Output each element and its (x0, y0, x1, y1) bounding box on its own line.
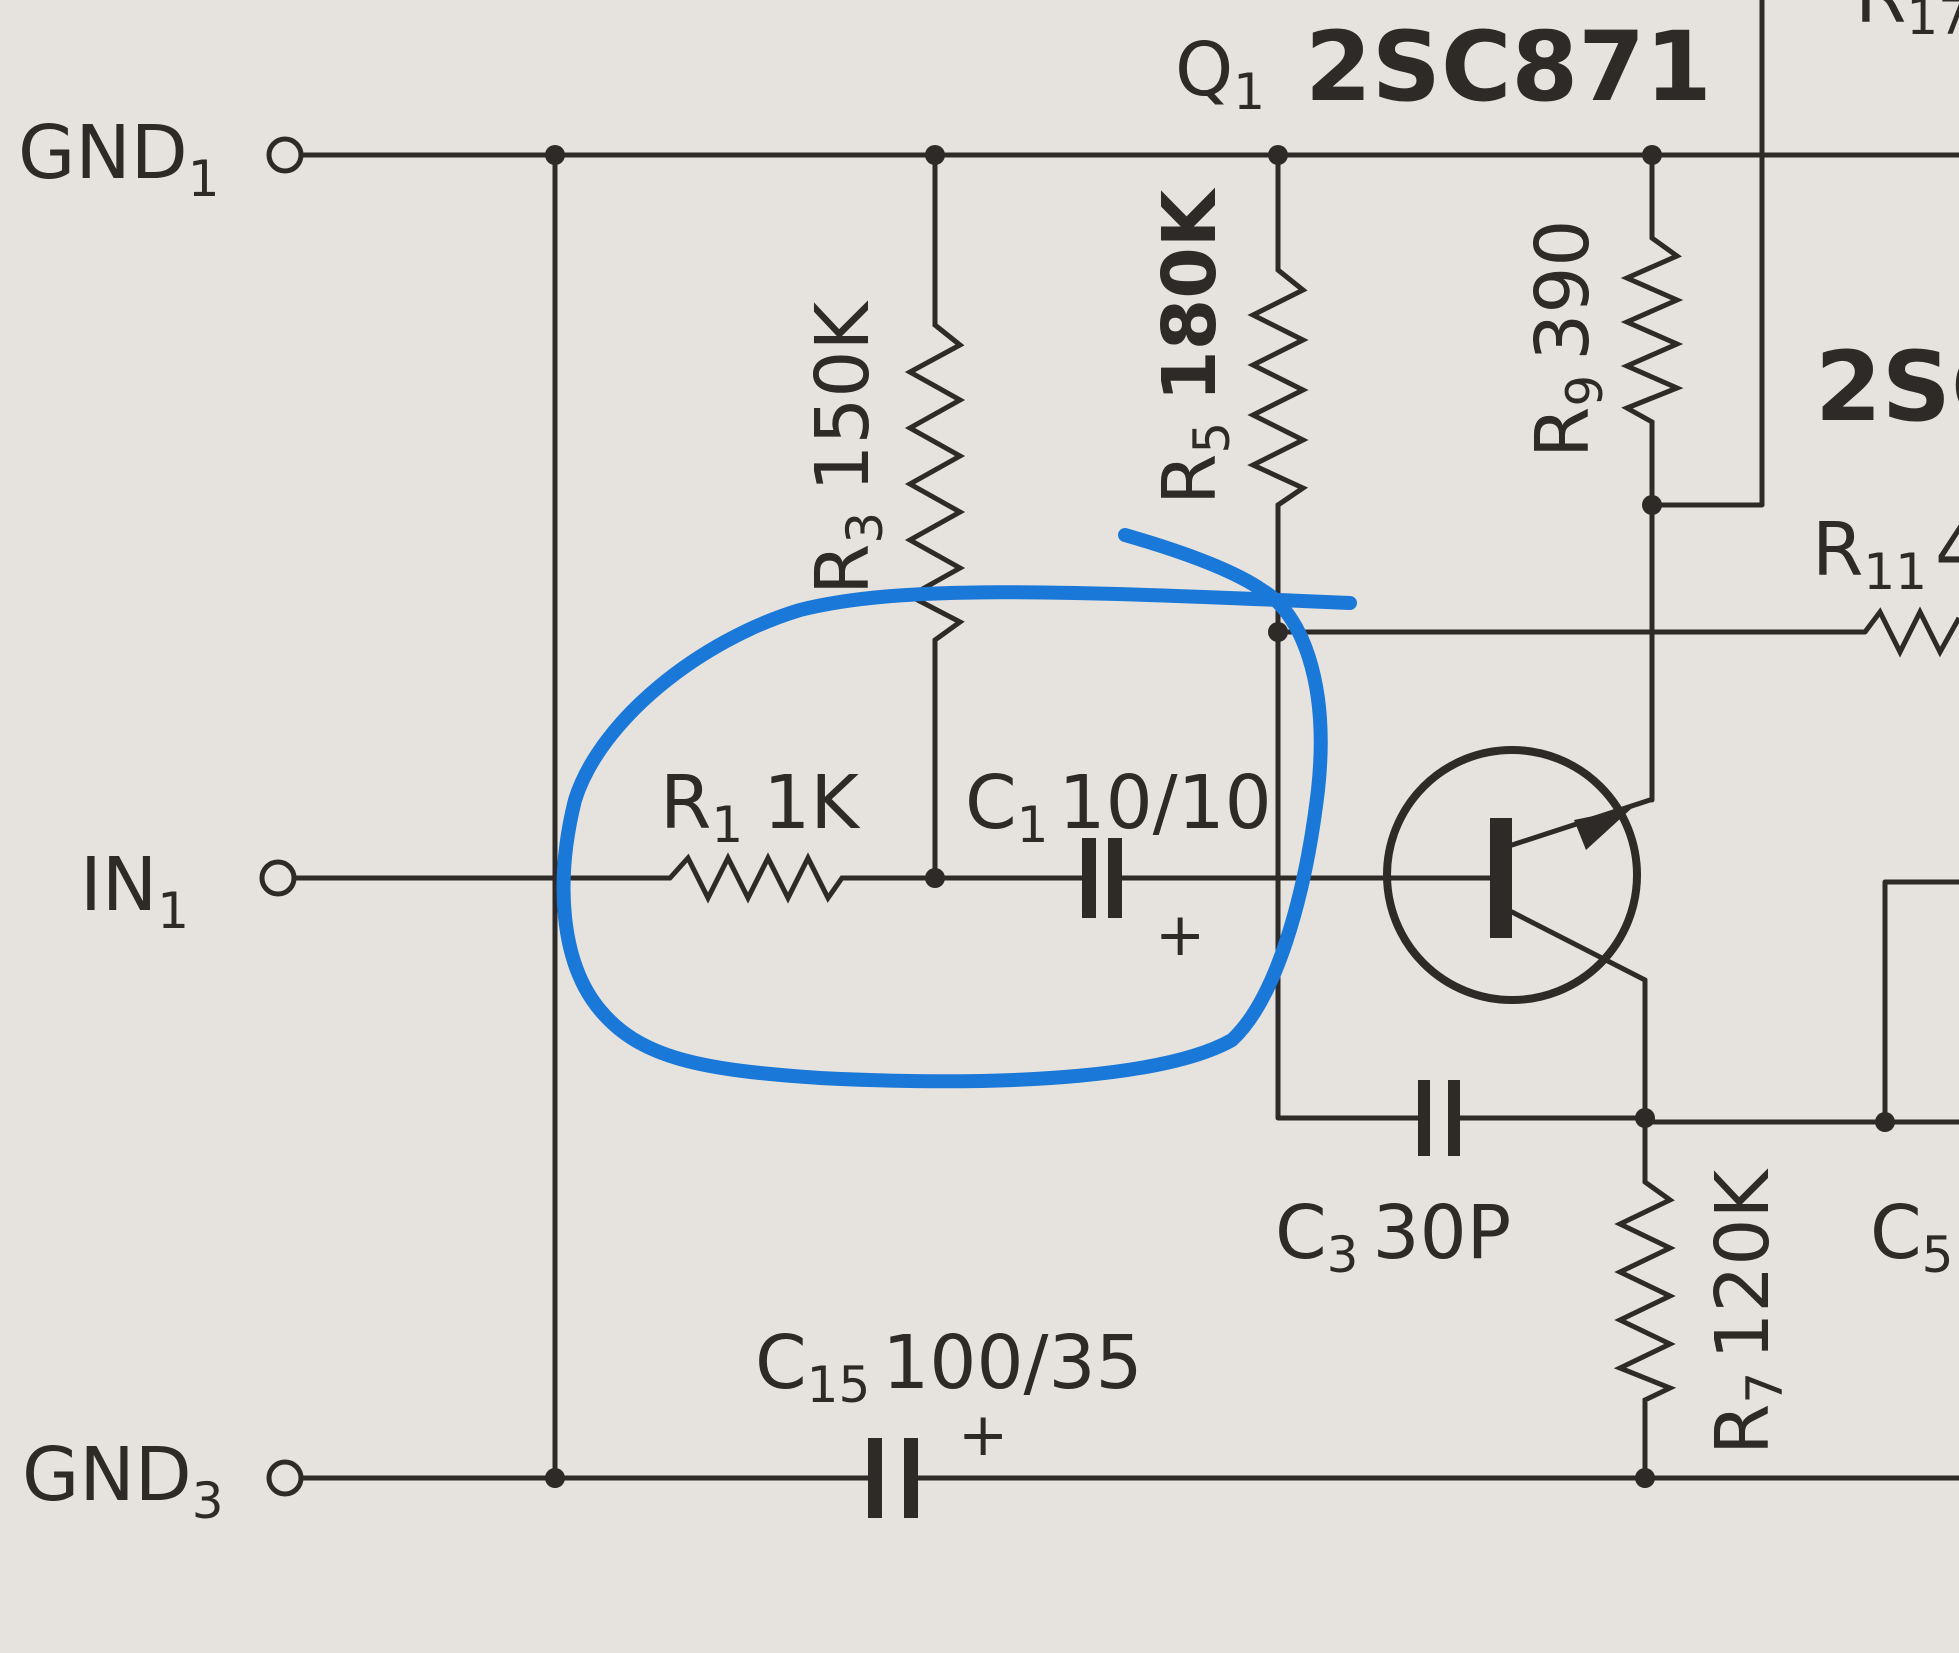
c15-polarity: + (958, 1400, 1008, 1470)
c1-plate-right (1108, 838, 1122, 918)
r3-label: R3150K (800, 300, 894, 595)
junctions (545, 145, 1895, 1488)
r9-label: R9390 (1520, 220, 1614, 458)
r5-bottom-lead (1275, 509, 1421, 1121)
q1-transistor (1383, 746, 1653, 1004)
in1-label: IN1 (80, 842, 189, 940)
c5-box (1882, 879, 1959, 1125)
r11-resistor (1863, 606, 1959, 658)
resistors (652, 228, 1959, 1405)
wires (292, 0, 1959, 1481)
gnd1-terminal (266, 136, 304, 174)
gnd3-label: GND3 (22, 1432, 224, 1530)
r3-resistor (904, 312, 966, 648)
r9-node-link (1649, 0, 1765, 508)
q1-part-number: 2SC871 (1305, 11, 1712, 123)
q1-label: Q1 (1175, 27, 1265, 121)
c15-plate-left (868, 1438, 882, 1518)
c1-polarity: + (1155, 900, 1205, 970)
r7-label: R7120K (1700, 1168, 1794, 1455)
in1-terminal (259, 859, 297, 897)
r17-label: R17 (1855, 0, 1959, 46)
c1-plate-left (1082, 838, 1096, 918)
emitter-arrow-icon (1574, 808, 1632, 850)
highlight-circle-annotation (556, 528, 1357, 1089)
c3-plate-right (1448, 1080, 1460, 1156)
terminals (259, 136, 304, 1497)
capacitors: + + (868, 838, 1460, 1518)
c3-plate-left (1418, 1080, 1430, 1156)
gnd3-terminal (266, 1459, 304, 1497)
gnd1-label: GND1 (18, 110, 220, 208)
r9-resistor (1620, 228, 1684, 430)
r5-resistor (1247, 260, 1309, 512)
r1-resistor (652, 852, 855, 904)
r7-resistor (1613, 1172, 1677, 1405)
c5-label: C5 (1870, 1190, 1953, 1284)
r5-label: R5180K (1147, 187, 1241, 505)
c15-plate-right (904, 1438, 918, 1518)
q2-part-number: 2SC (1815, 331, 1959, 443)
